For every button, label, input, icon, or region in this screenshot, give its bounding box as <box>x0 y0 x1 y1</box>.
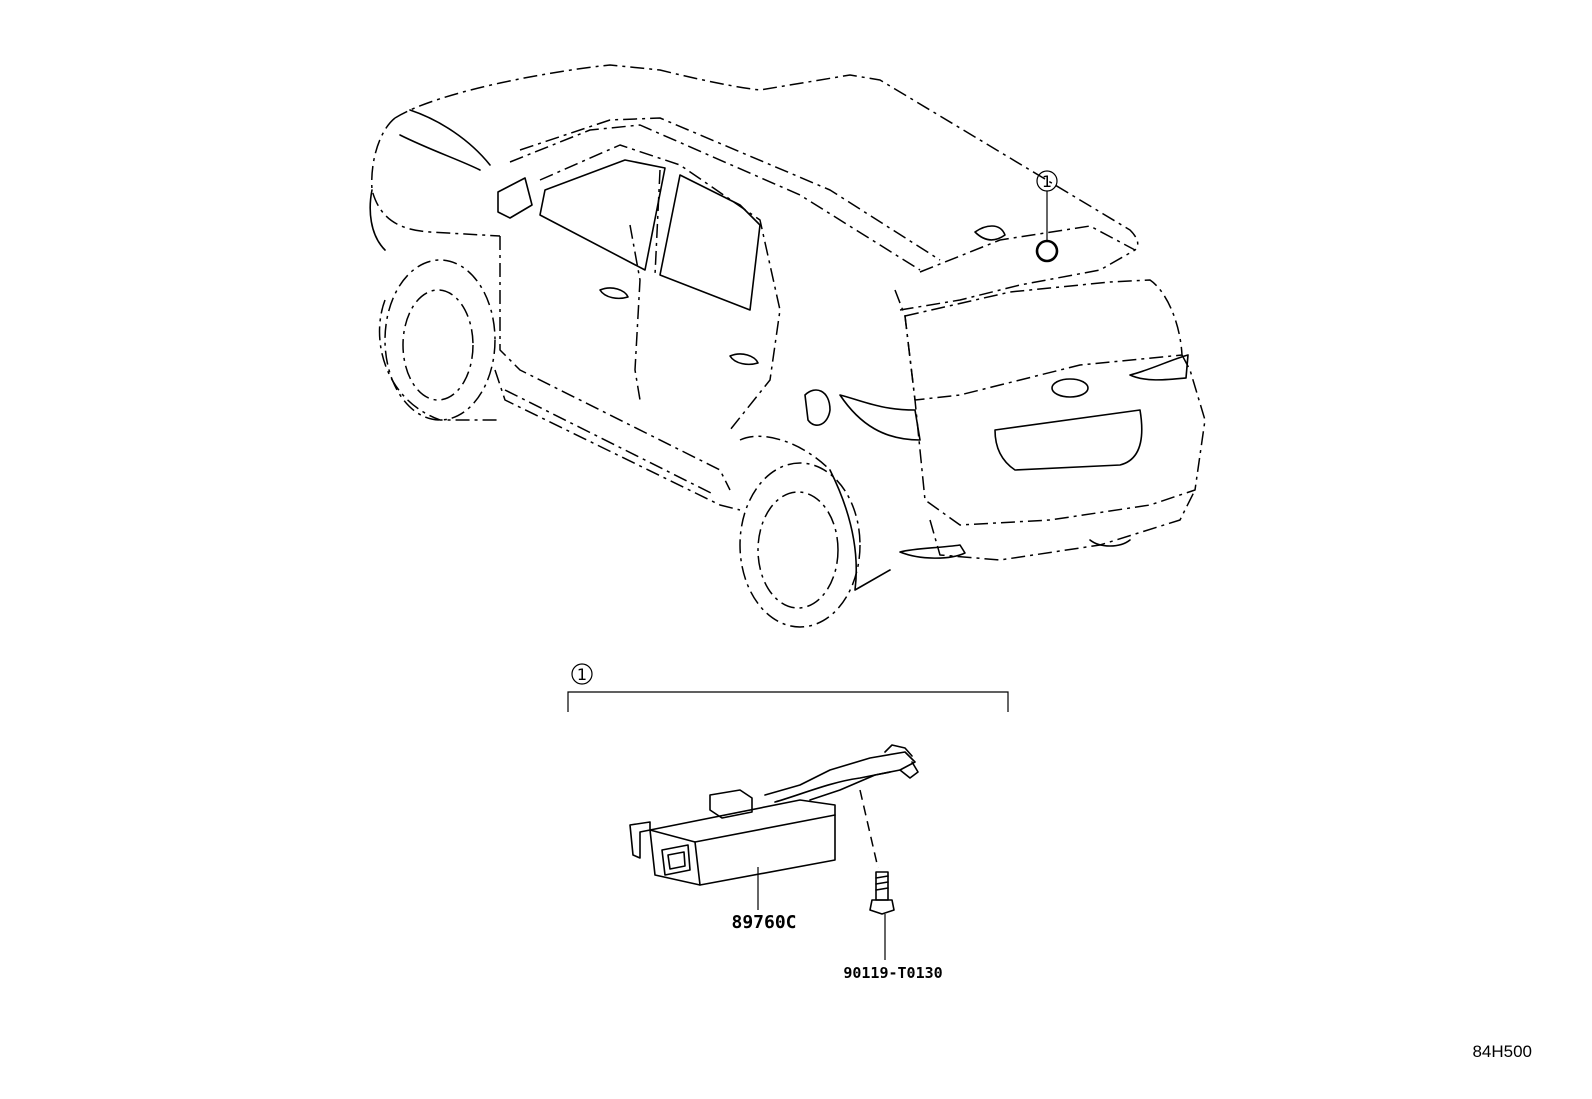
part-number-89760c[interactable]: 89760C <box>731 912 796 933</box>
vehicle-callout-number: 1 <box>1042 172 1052 191</box>
part-number-90119-t0130[interactable]: 90119-T0130 <box>843 964 942 982</box>
mount-location-marker <box>1035 239 1059 263</box>
diagram-code: 84H500 <box>1472 1042 1532 1061</box>
bolt <box>859 789 895 960</box>
module-computer <box>629 744 919 910</box>
assembly-callout-number: 1 <box>577 665 587 684</box>
vehicle-location-callout: 1 <box>1035 170 1059 263</box>
vehicle-illustration <box>369 64 1206 628</box>
assembly-bracket: 1 <box>567 663 1009 712</box>
